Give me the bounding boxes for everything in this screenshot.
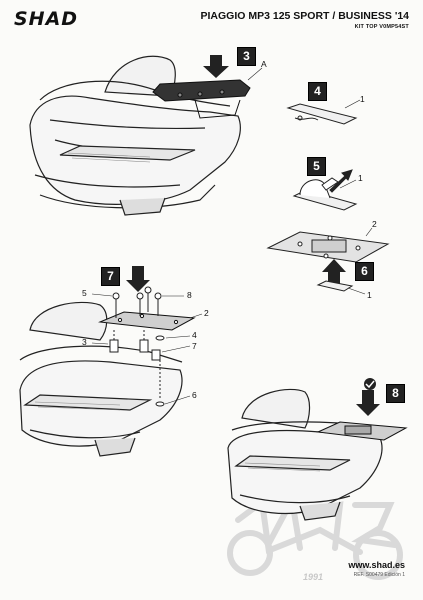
callout-step6-bracket: 1 — [367, 290, 372, 300]
top-rack-a — [152, 79, 251, 119]
kit-code: KIT TOP V0MP54ST — [354, 24, 409, 30]
callout-a: A — [261, 59, 267, 69]
installed-plate — [316, 421, 408, 441]
callout-washer: 8 — [187, 290, 192, 300]
adhesive-strip-part — [286, 99, 361, 125]
adhesive-peel-part — [292, 169, 358, 211]
callout-step5-part: 1 — [358, 173, 363, 183]
check-icon — [364, 378, 376, 390]
footer-website: www.shad.es — [348, 560, 405, 570]
scooter-rear-2 — [19, 301, 183, 457]
scooter-rear-1 — [29, 55, 241, 216]
step8-arrow-icon — [356, 390, 380, 416]
watermark-year: 1991 — [303, 572, 324, 582]
step-badge-3: 3 — [237, 47, 256, 66]
scooter-rear-3 — [227, 388, 396, 521]
callout-bolt: 5 — [82, 288, 87, 298]
page-title: PIAGGIO MP3 125 SPORT / BUSINESS '14 — [200, 10, 409, 22]
step3-arrow-icon — [203, 55, 229, 78]
step-badge-7: 7 — [101, 267, 120, 286]
callout-plate: 2 — [204, 308, 209, 318]
callout-nut: 4 — [192, 330, 197, 340]
callout-spacer: 3 — [82, 337, 87, 347]
step-badge-5: 5 — [307, 157, 326, 176]
bolts-and-spacers — [109, 286, 165, 407]
step7-leader-lines — [91, 293, 203, 405]
exploded-plate — [98, 311, 196, 331]
brand-logo: SHAD — [14, 8, 79, 30]
callout-step4-part: 1 — [360, 94, 365, 104]
callout-step6-plate: 2 — [372, 219, 377, 229]
bracket-part — [316, 280, 366, 295]
footer-reference: REF. S00479 Edición 1 — [353, 572, 405, 578]
callout-lower: 6 — [192, 390, 197, 400]
step7-arrow-icon — [126, 266, 150, 292]
step5-arrow-icon — [329, 169, 353, 193]
step-badge-4: 4 — [308, 82, 327, 101]
step-badge-8: 8 — [386, 384, 405, 403]
step-badge-6: 6 — [355, 262, 374, 281]
callout-spacer2: 7 — [192, 341, 197, 351]
step6-arrow-icon — [322, 259, 346, 285]
mounting-plate-part — [266, 227, 390, 263]
